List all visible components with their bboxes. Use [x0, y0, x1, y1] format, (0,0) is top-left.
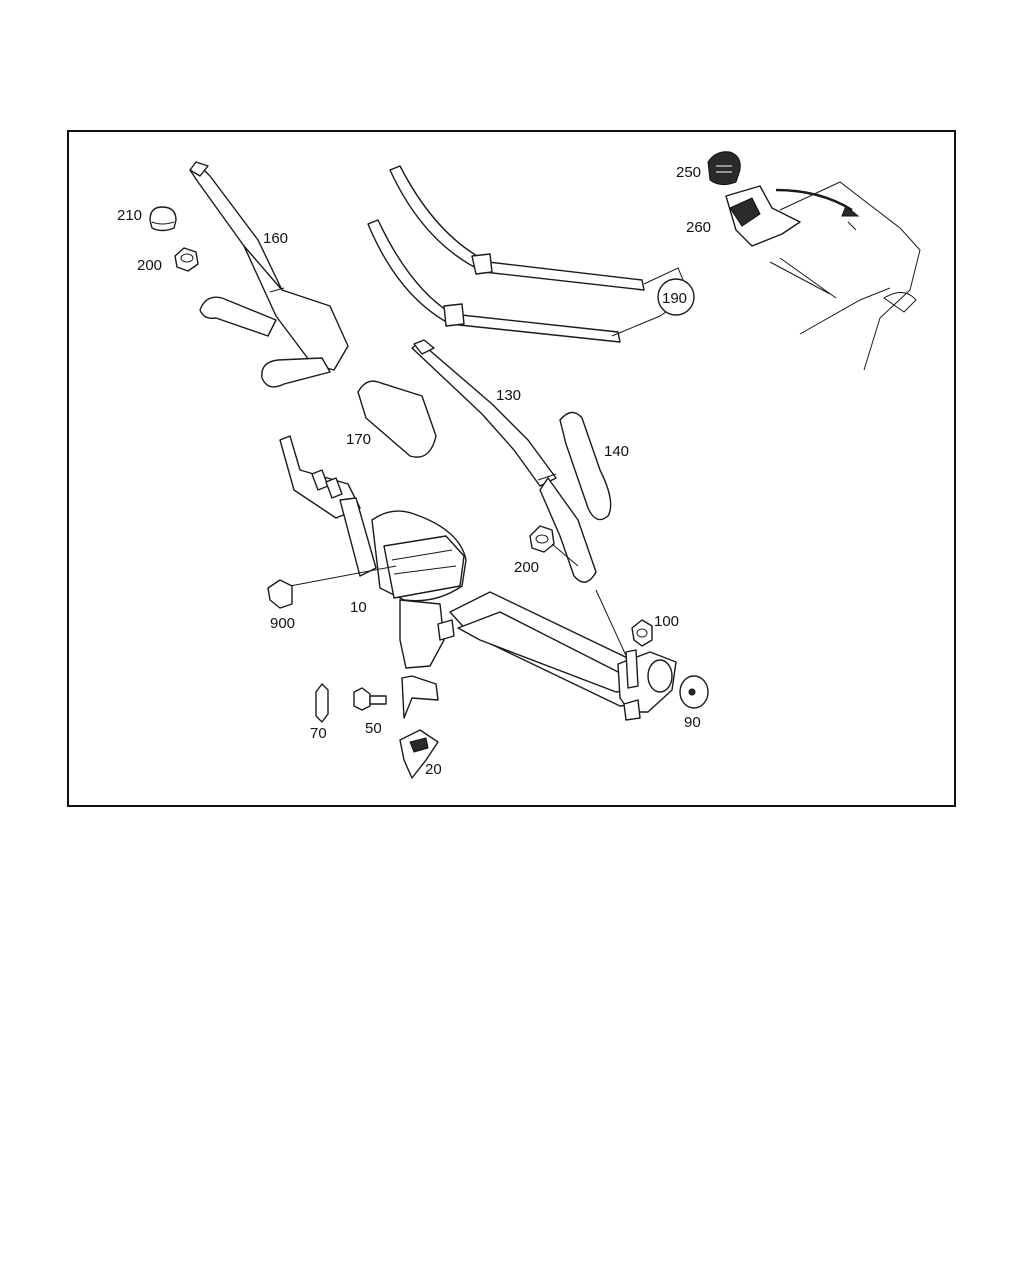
callout-250: 250	[676, 164, 701, 181]
part-50-bolt[interactable]	[353, 687, 387, 711]
arrow-head	[841, 205, 860, 217]
part-160-hose	[199, 296, 331, 388]
callout-50: 50	[365, 720, 382, 737]
callout-160: 160	[263, 230, 288, 247]
part-mounting-bracket	[401, 675, 439, 719]
callout-90: 90	[684, 714, 701, 731]
leader-200-middle	[551, 543, 629, 661]
callout-260: 260	[686, 219, 711, 236]
part-210-cap[interactable]	[149, 206, 177, 232]
windshield-outline	[769, 181, 921, 371]
callout-70: 70	[310, 725, 327, 742]
part-200-nut-top[interactable]	[174, 247, 199, 272]
callout-100: 100	[654, 613, 679, 630]
callout-200-middle: 200	[514, 559, 539, 576]
part-160-wiper-arm-left[interactable]	[189, 161, 349, 371]
callout-200-top: 200	[137, 257, 162, 274]
part-190-wiper-blade-bottom[interactable]	[367, 219, 621, 343]
diagram-frame	[67, 130, 956, 807]
part-260-sensor-cover[interactable]	[725, 185, 801, 247]
part-20-bracket[interactable]	[399, 729, 439, 779]
part-90-cap[interactable]	[679, 675, 709, 709]
part-250-sensor[interactable]	[707, 151, 741, 186]
part-70-grommet[interactable]	[315, 683, 329, 723]
callout-140: 140	[604, 443, 629, 460]
callout-130: 130	[496, 387, 521, 404]
part-130-wiper-arm-right[interactable]	[411, 339, 557, 487]
part-170-cover[interactable]	[357, 380, 437, 458]
callout-circle-190	[657, 278, 695, 316]
callout-210: 210	[117, 207, 142, 224]
callout-20: 20	[425, 761, 442, 778]
callout-900: 900	[270, 615, 295, 632]
part-900-connector[interactable]	[267, 579, 293, 609]
callout-10: 10	[350, 599, 367, 616]
callout-190: 190	[662, 290, 687, 307]
part-190-wiper-blade-top[interactable]	[389, 165, 645, 291]
callout-170: 170	[346, 431, 371, 448]
part-10-linkage-motor[interactable]	[279, 435, 677, 721]
part-140-hose[interactable]	[539, 411, 612, 583]
part-100-nut[interactable]	[631, 619, 653, 647]
leader-10	[289, 565, 397, 587]
part-200-nut-middle[interactable]	[529, 525, 555, 553]
